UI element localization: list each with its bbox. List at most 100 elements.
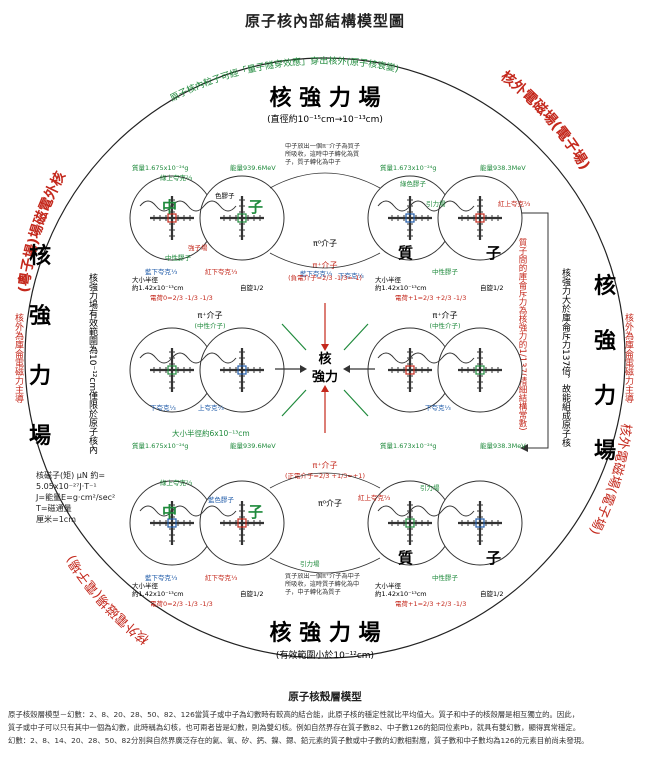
pion-top-sub: (負電介子=2/3 -1/3=-1) [288,273,362,282]
quark-cross-1 [220,196,264,240]
mass-proton-mid: 質量1.673x10⁻²⁴g [380,441,437,450]
quark-cross-5 [220,348,264,392]
radius-label-tr: 大小半徑 [375,275,402,284]
gluon-neutral-tr: 中性膠子 [432,267,459,276]
formula-line-5: 厘米=1cm [36,515,76,524]
center-strong-force: 核 強力 [275,303,375,433]
mass-neutron-mid: 質量1.675x10⁻²⁴g [132,441,189,450]
energy-proton-top: 能量938.3MeV [480,163,526,172]
magneton-formula: 核磁子(矩) μN 約= 5.05x10⁻²⁷J·T⁻¹ J=能量E=g·cm²… [36,470,115,525]
svg-text:強: 強 [594,328,616,354]
neutron-conversion-note: 中子放出一個π⁻介子為質子所吸收，這時中子轉化為質子，質子轉化為中子 [285,143,360,166]
quark-red-up-br: 紅上夸克⅔ [358,493,390,502]
left-strong-description: 核強力場有效範圍為10⁻¹²cm僅限於原子核內 [87,272,98,455]
outer-field-circle [24,57,626,659]
svg-text:力: 力 [594,384,616,409]
energy-proton-mid: 能量938.3MeV [480,441,526,450]
page-title: 原子核內部結構模型圖 [244,12,405,30]
quark-cross-6 [388,348,432,392]
quark-down-mid-r: 下夸克⅓ [425,403,451,412]
charge-neutron-bl: 電荷0=2/3 -1/3 -1/3 [150,599,213,608]
radius-label-br: 大小半徑 [375,581,402,590]
quark-cross-7 [458,348,502,392]
quark-green-up-bl: 綠上夸克⅔ [160,478,192,487]
radius-value-bl: 約1.42x10⁻¹³cm [132,589,184,598]
quark-down-mid-l: 下夸克⅓ [150,403,176,412]
neutron-label-bottom: 中 [162,503,177,521]
energy-neutron-top: 能量939.6MeV [230,163,276,172]
strong-force-bottom: 核 強 力 場 [270,620,381,646]
pion-top: π⁺介子 [312,261,337,270]
svg-text:力: 力 [29,364,51,389]
shell-paragraph-1: 原子核殼層模型－幻數：2、8、20、28、50、82、126當質子或中子為幻數時… [8,710,580,719]
left-em-description: 核外為庫侖電磁力主導 [13,312,24,403]
neutron-label-bottom-b: 子 [248,503,263,521]
quark-blue-down-tr: 藍下夸克⅓ [300,269,332,278]
formula-line-1: 核磁子(矩) μN 約= [36,471,106,480]
proton-label-bottom: 質 [398,549,413,567]
gluon-green-tr: 綠色膠子 [400,179,427,188]
pion-bottom-sub: (正電介子=2/3 +1/3=+1) [285,472,365,480]
neutron-label-top-b: 子 [248,198,263,216]
proton-label-bottom-b: 子 [486,549,501,567]
quark-cross-10 [388,501,432,545]
quark-red-up-tr: 紅上夸克⅔ [498,199,530,208]
right-strong-description: 核強力大於庫侖斥力137倍，故能組成原子核 [560,267,571,448]
formula-line-3: J=能量E=g·cm²/sec² [36,493,116,502]
radius-value-tl: 約1.42x10⁻¹³cm [132,283,184,292]
pion-center-top: π⁰介子 [313,239,337,248]
small-radius: 大小半徑約6x10⁻¹³cm [172,428,250,438]
radius-label-bl: 大小半徑 [132,581,159,590]
mass-proton-top: 質量1.673x10⁻²⁴g [380,163,437,172]
formula-line-4: T=磁通量 [36,504,72,513]
gluon-color-tl: 色膠子 [215,191,235,200]
spin-br: 自旋1/2 [480,589,503,598]
svg-text:核: 核 [594,273,616,299]
quark-cross-8 [150,501,194,545]
fine-structure-description: 質子間的庫侖斥力為核強力的1/137(精細結構常數) [517,237,527,430]
shell-model-title: 原子核殼層模型 [288,691,362,703]
quark-down-top: 下夸克⅓ [338,271,364,280]
pion-mid-right-sub: (中性介子) [429,321,460,330]
spin-tr: 自旋1/2 [480,283,503,292]
pion-bottom: π⁺介子 [312,461,337,470]
svg-text:強力: 強力 [312,369,338,385]
gluon-green-br: 引力場 [420,483,440,492]
charge-neutron-tl: 電荷0=2/3 -1/3 -1/3 [150,293,213,302]
right-connector-arrowhead [520,444,528,452]
charge-proton-br: 電荷+1=2/3 +2/3 -1/3 [395,599,466,608]
strong-force-top-range: (直徑約10⁻¹⁵cm→10⁻¹³cm) [267,113,383,125]
gluon-strong-tl: 強子場 [188,243,208,252]
pion-mid-left-sub: (中性介子) [194,321,225,330]
shell-paragraph-3: 幻數：2、8、14、20、28、50、82分別與自然界廣泛存在的氦、氧、矽、鈣、… [8,736,589,745]
spin-bl: 自旋1/2 [240,589,263,598]
svg-text:核: 核 [318,351,331,367]
spin-tl: 自旋1/2 [240,283,263,292]
quark-cross-9 [220,501,264,545]
nucleus-diagram: 原子核內粒子可經「量子隧穿效應」穿出核外(原子核衰變) (粵子場)場磁電外核 核… [13,55,634,661]
quark-blue-down-tl: 藍下夸克⅓ [145,267,177,276]
energy-neutron-mid: 能量939.6MeV [230,441,276,450]
strong-force-right: 核 強 力 場 [594,273,616,464]
right-connector-arrow [510,212,549,449]
quark-cross-0 [150,196,194,240]
pion-mid-left: π⁺介子 [197,311,222,320]
gluon-waves [139,200,475,517]
attract-field-bl: 引力場 [300,559,320,568]
proton-label-top-b: 子 [486,244,501,262]
proton-conversion-note: 質子放出一個π⁺介子為中子所吸收，這時質子轉化為中子，中子轉化為質子 [285,573,360,596]
svg-text:場: 場 [29,424,51,449]
quark-up-mid-l: 上夸克⅔ [198,403,224,412]
radius-value-br: 約1.42x10⁻¹³cm [375,589,427,598]
arc-label-left-top: (粵子場)場磁電外核 [16,169,69,294]
quark-cross-3 [458,196,502,240]
radius-label-tl: 大小半徑 [132,275,159,284]
gluon-neutral-tl: 中性膠子 [165,253,192,262]
quark-cross-2 [388,196,432,240]
quark-red-down-bl: 紅下夸克⅓ [205,573,237,582]
proton-label-top: 質 [398,244,413,262]
strong-force-bottom-range: (有效範圍小於10⁻¹²cm) [276,649,374,661]
quark-green-up-tl: 綠上夸克⅔ [160,173,192,182]
quark-crosses [150,196,502,545]
svg-text:強: 強 [29,303,51,329]
